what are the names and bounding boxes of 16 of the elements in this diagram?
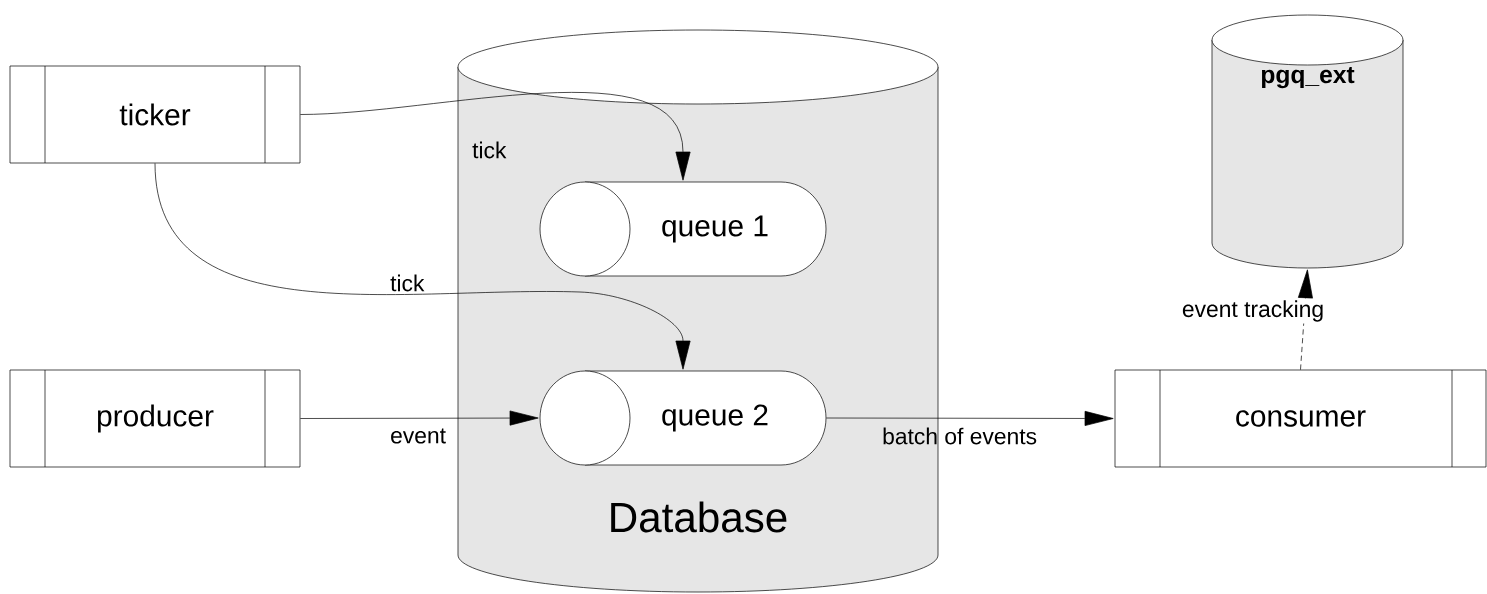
queue-cylinder: queue 2	[539, 370, 827, 466]
arrow	[300, 410, 539, 426]
process-box: producer	[9, 369, 301, 468]
database-cylinder: pgq_ext	[1211, 14, 1404, 269]
edge-label: event tracking	[1180, 298, 1326, 324]
process-box: consumer	[1114, 369, 1487, 468]
process-box: ticker	[9, 65, 301, 164]
edge-label: event	[391, 428, 446, 444]
arrow	[300, 92, 691, 181]
arrow	[1298, 269, 1313, 370]
arrow	[826, 410, 1114, 426]
edge-label: batch of events	[883, 427, 1037, 445]
edge-label: tick	[472, 141, 507, 159]
edge-label: tick	[390, 274, 425, 292]
queue-cylinder: queue 1	[539, 181, 827, 277]
arrow	[154, 163, 691, 370]
